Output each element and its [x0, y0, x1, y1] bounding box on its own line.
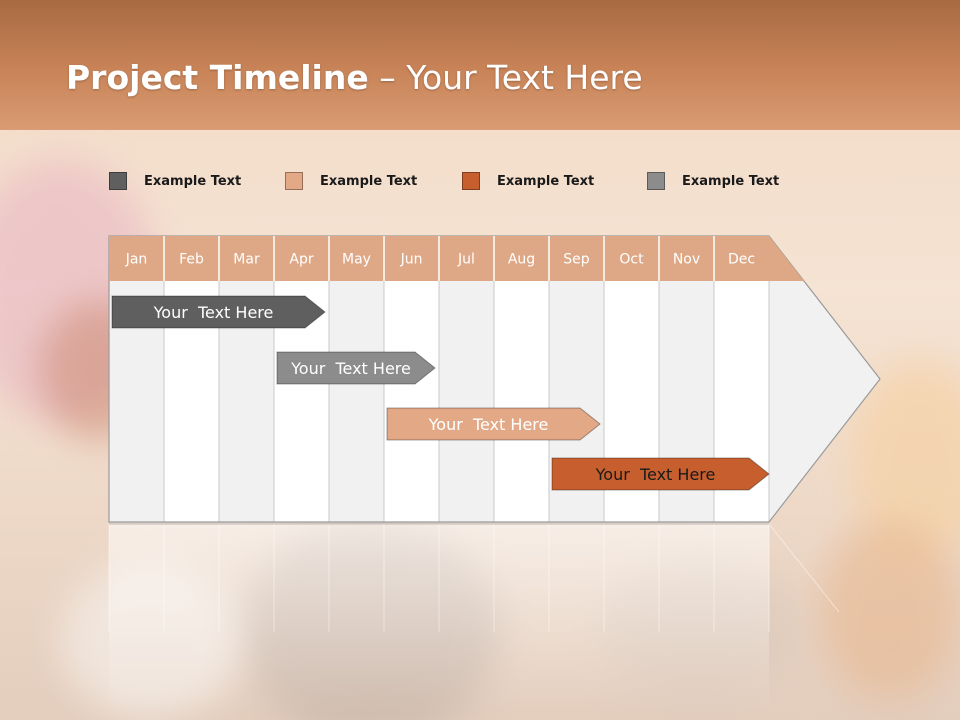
task-arrow — [276, 351, 436, 385]
page-title-subtitle: – Your Text Here — [368, 58, 643, 97]
task-arrow — [551, 457, 770, 491]
task-label: Your Text Here — [595, 465, 716, 484]
timeline-reflection — [108, 523, 840, 714]
month-label: Jan — [125, 252, 148, 268]
month-label: Nov — [673, 252, 700, 268]
legend-item-1: Example Text — [109, 171, 241, 191]
legend-label: Example Text — [144, 173, 242, 189]
legend-swatch — [647, 172, 665, 190]
month-column — [494, 281, 549, 522]
month-header: Jan Feb Mar Apr May Jun Jul Aug Sep Oct Nov Dec — [109, 236, 804, 281]
legend-item-4: Example Text — [647, 171, 779, 191]
legend-item-2: Example Text — [285, 171, 417, 191]
month-label: Apr — [289, 252, 313, 268]
timeline-arrow-tip — [769, 236, 880, 522]
legend-label: Example Text — [320, 173, 418, 189]
task-label: Your Text Here — [290, 359, 411, 378]
month-label: Sep — [563, 252, 590, 268]
month-label: Feb — [179, 252, 204, 268]
header-band — [0, 0, 960, 130]
legend-swatch — [285, 172, 303, 190]
month-label: Jul — [457, 252, 475, 268]
month-label: Oct — [619, 252, 644, 268]
month-column — [384, 281, 439, 522]
task-arrow — [386, 407, 601, 441]
legend-swatch — [462, 172, 480, 190]
month-label: Dec — [728, 252, 755, 268]
task-arrow — [111, 295, 326, 329]
month-label: Aug — [508, 252, 535, 268]
task-label: Your Text Here — [428, 415, 549, 434]
reflection-panel — [109, 524, 769, 714]
page-title-bold: Project Timeline — [66, 58, 369, 97]
page-title: Project Timeline – Your Text Here — [66, 58, 643, 97]
month-column — [329, 281, 384, 522]
legend-item-3: Example Text — [462, 171, 594, 191]
task-label: Your Text Here — [153, 303, 274, 322]
legend-swatch — [109, 172, 127, 190]
month-column — [439, 281, 494, 522]
month-header-tip — [769, 236, 804, 281]
month-label: Jun — [400, 252, 423, 268]
month-label: May — [342, 252, 371, 268]
reflection-tip-line — [768, 523, 840, 613]
legend-label: Example Text — [682, 173, 780, 189]
month-label: Mar — [233, 252, 260, 268]
legend-label: Example Text — [497, 173, 595, 189]
